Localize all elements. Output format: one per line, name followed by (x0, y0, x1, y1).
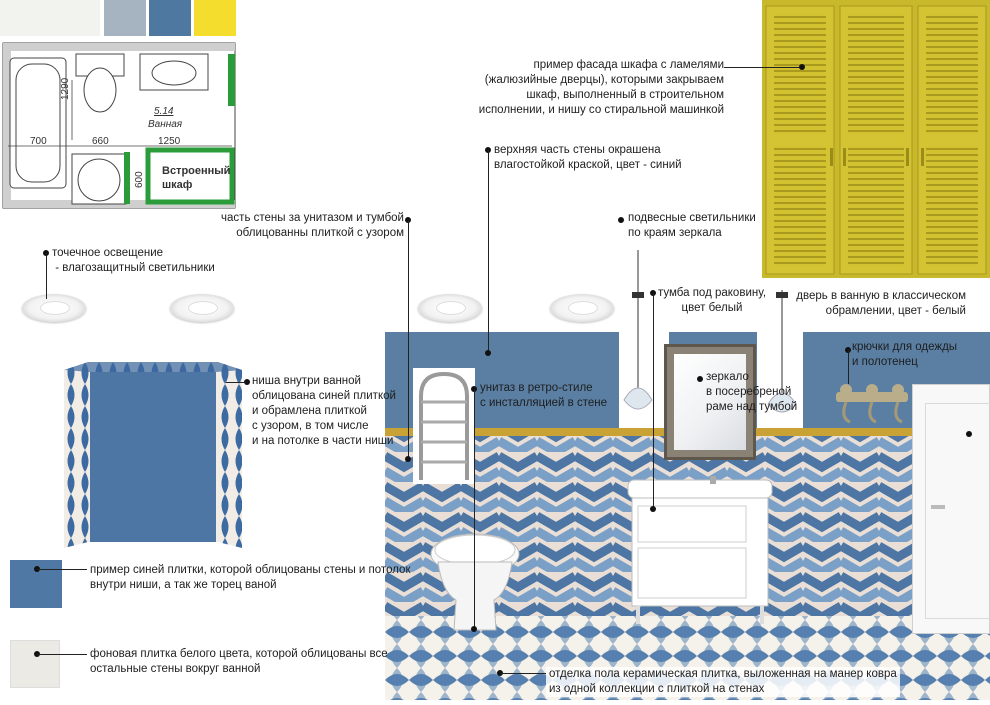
retro-toilet (428, 526, 522, 639)
plan-dim-toilet: 660 (92, 136, 109, 147)
note-floor-line-2: из одной коллекции с плиткой на стенах (549, 683, 765, 695)
note-tiled-wall: часть стены за унитазом и тумбой облицов… (221, 211, 404, 241)
note-tiled-wall-line-1: часть стены за унитазом и тумбой (221, 212, 404, 224)
note-pendant-line-1: подвесные светильники (628, 212, 756, 224)
note-hooks-line-2: и полотенец (852, 356, 918, 368)
leader-upper-wall (488, 150, 489, 352)
note-tiled-wall-line-2: облицованны плиткой с узором (236, 227, 404, 239)
note-mirror-line-1: зеркало (706, 371, 749, 383)
note-niche-line-4: с узором, в том числе (252, 420, 369, 432)
silver-mirror (664, 344, 756, 460)
note-door-line-2: обрамлении, цвет - белый (825, 305, 966, 317)
note-white-tile-line-1: фоновая плитка белого цвета, которой обл… (90, 648, 388, 660)
leader-tiled-wall (408, 220, 409, 460)
plan-dim-bath: 700 (30, 136, 47, 147)
spot-light-1 (22, 294, 86, 322)
note-spot-line-2: - влагозащитный светильники (52, 262, 215, 274)
note-toilet-line-2: с инсталляцией в стене (480, 397, 608, 409)
note-pendant-line-2: по краям зеркала (628, 227, 722, 239)
note-white-tile: фоновая плитка белого цвета, которой обл… (90, 647, 388, 677)
dot-tiled-wall-end (405, 456, 411, 462)
floor-plan: 700 660 1250 1290 600 5.14 Ванная Встрое… (0, 40, 238, 212)
dot-upper-wall-end (485, 350, 491, 356)
note-hooks: крючки для одежды и полотенец (852, 340, 957, 370)
dot-vanity-end (650, 506, 656, 512)
pendant-light-right (760, 290, 804, 431)
note-niche-line-1: ниша внутри ванной (252, 375, 361, 387)
note-toilet-line-1: унитаз в ретро-стиле (480, 382, 593, 394)
note-floor-line-1: отделка пола керамическая плитка, выложе… (549, 668, 897, 680)
note-upper-wall-line-2: влагостойкой краской, цвет - синий (494, 159, 682, 171)
plan-dim-vanity: 1250 (158, 136, 181, 147)
note-blue-tile-line-1: пример синей плитки, которой облицованы … (90, 564, 411, 576)
note-blue-tile-line-2: внутри ниши, а так же торец ваной (90, 579, 277, 591)
note-niche-line-5: и на потолке в части ниши (252, 435, 394, 447)
note-floor: отделка пола керамическая плитка, выложе… (546, 667, 900, 697)
plan-dim-height: 1290 (60, 77, 71, 100)
leader-spot (46, 253, 47, 299)
spot-light-2 (170, 294, 234, 322)
plan-wardrobe-label-1: Встроенный (162, 165, 231, 177)
note-niche: ниша внутри ванной облицована синей плит… (252, 374, 396, 449)
spot-light-4 (550, 294, 614, 322)
note-door: дверь в ванную в классическом обрамлении… (796, 289, 966, 319)
note-spot-line-1: точечное освещение (52, 247, 164, 259)
bath-niche (64, 362, 242, 555)
leader-toilet (474, 389, 475, 629)
note-mirror-line-2: в посеребреной (706, 386, 792, 398)
note-vanity-line-2: цвет белый (681, 302, 743, 314)
note-pendant-lights: подвесные светильники по краям зеркала (628, 211, 756, 241)
note-wardrobe-facade: пример фасада шкафа с ламелями (жалюзийн… (479, 58, 724, 118)
leader-white-tile (37, 654, 87, 655)
note-vanity: тумба под раковину, цвет белый (658, 286, 766, 316)
swatch-grey (104, 0, 146, 36)
leader-floor (500, 673, 546, 674)
note-niche-line-2: облицована синей плиткой (252, 390, 396, 402)
note-door-line-1: дверь в ванную в классическом (796, 290, 966, 302)
plan-wardrobe-label-2: шкаф (162, 179, 193, 191)
dot-pendant (618, 217, 624, 223)
white-door (912, 384, 990, 634)
leader-blue-tile (37, 569, 87, 570)
dot-niche (244, 379, 250, 385)
note-blue-tile: пример синей плитки, которой облицованы … (90, 563, 410, 593)
note-wardrobe-line-4: исполнении, и нишу со стиральной машинко… (478, 104, 724, 116)
plan-dim-wardrobe: 600 (134, 171, 145, 188)
note-niche-line-3: и обрамлена плиткой (252, 405, 367, 417)
note-vanity-line-1: тумба под раковину, (658, 287, 767, 299)
wall-hooks (836, 372, 908, 433)
leader-niche (226, 382, 246, 383)
note-white-tile-line-2: остальные стены вокруг ванной (90, 663, 261, 675)
note-mirror-line-3: раме над тумбой (706, 401, 798, 413)
leader-vanity (653, 293, 654, 508)
pendant-light-left (616, 250, 660, 431)
note-mirror: зеркало в посеребреной раме над тумбой (706, 370, 797, 415)
spot-light-3 (418, 294, 482, 322)
wardrobe-facade (762, 0, 990, 278)
note-hooks-line-1: крючки для одежды (852, 341, 958, 353)
white-tile-sample (10, 640, 60, 688)
note-spot-lights: точечное освещение - влагозащитный свети… (52, 246, 215, 276)
towel-rail (413, 368, 475, 489)
note-wardrobe-line-1: пример фасада шкафа с ламелями (533, 59, 724, 71)
swatch-blue (149, 0, 191, 36)
dot-door (966, 431, 972, 437)
dot-wardrobe (799, 64, 805, 70)
leader-wardrobe (724, 67, 802, 68)
dot-mirror (697, 376, 703, 382)
plan-room-number: 5.14 (154, 106, 174, 117)
swatch-white (0, 0, 100, 36)
plan-room-name: Ванная (148, 119, 183, 130)
white-vanity (626, 476, 774, 631)
note-toilet: унитаз в ретро-стиле с инсталляцией в ст… (480, 381, 607, 411)
swatch-yellow (194, 0, 236, 36)
leader-hooks (848, 350, 849, 384)
note-wardrobe-line-3: шкаф, выполненный в строительном (526, 89, 724, 101)
note-upper-wall-line-1: верхняя часть стены окрашена (494, 144, 661, 156)
note-upper-wall: верхняя часть стены окрашена влагостойко… (494, 143, 682, 173)
dot-toilet-end (471, 626, 477, 632)
note-wardrobe-line-2: (жалюзийные дверцы), которыми закрываем (484, 74, 724, 86)
